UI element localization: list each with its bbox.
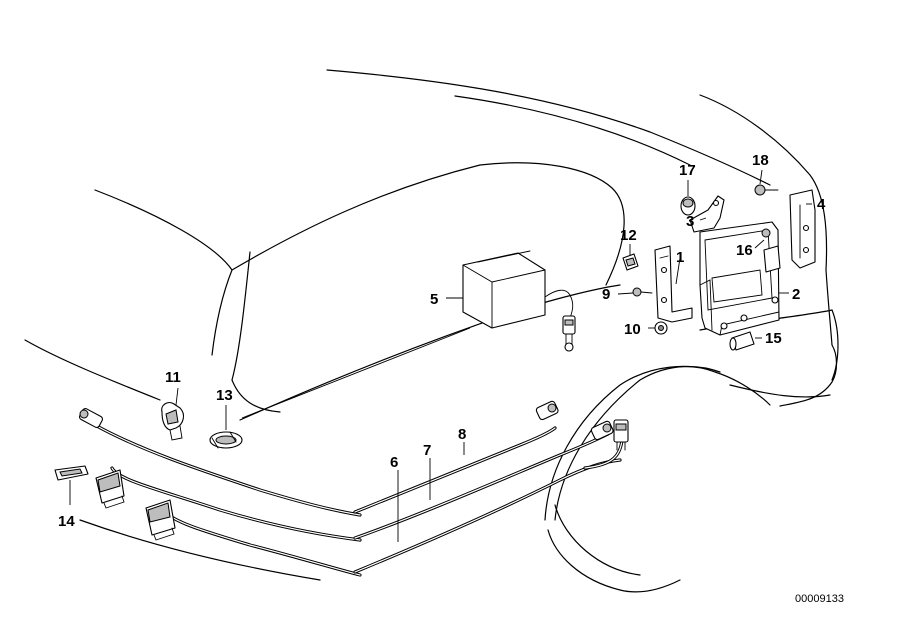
diagram-reference-number: 00009133 — [795, 593, 844, 605]
tab-16 — [763, 245, 781, 273]
callout-9[interactable]: 9 — [602, 286, 610, 303]
antenna-amplifier-box — [462, 250, 576, 352]
leader-lines — [69, 169, 812, 542]
callout-3[interactable]: 3 — [686, 213, 694, 230]
clamp-14 — [54, 465, 89, 481]
bracket-4 — [789, 189, 816, 269]
callout-11[interactable]: 11 — [165, 369, 181, 386]
callout-14[interactable]: 14 — [58, 513, 75, 530]
callout-8[interactable]: 8 — [458, 426, 466, 443]
callout-12[interactable]: 12 — [620, 227, 637, 244]
fasteners — [54, 184, 779, 481]
callout-10[interactable]: 10 — [624, 321, 641, 338]
cable-connectors — [78, 400, 629, 541]
angled-plug-left — [78, 408, 104, 428]
cable-tie-13 — [209, 431, 243, 449]
boot-connector-7 — [95, 469, 125, 509]
callout-13[interactable]: 13 — [216, 387, 233, 404]
angled-plug-8-right — [535, 400, 559, 421]
bracket-assembly — [654, 189, 816, 336]
cable-clip-11 — [161, 402, 185, 441]
callout-5[interactable]: 5 — [430, 291, 438, 308]
callout-17[interactable]: 17 — [679, 162, 696, 179]
bracket-3 — [689, 195, 725, 233]
callout-7[interactable]: 7 — [423, 442, 431, 459]
callout-labels: 1 2 3 4 5 6 7 8 9 10 11 12 13 14 15 16 1… — [58, 152, 826, 530]
antenna-socket — [613, 419, 629, 451]
boot-connector-6 — [145, 499, 176, 541]
callout-15[interactable]: 15 — [765, 330, 782, 347]
callout-1[interactable]: 1 — [676, 249, 684, 266]
clip-12 — [622, 253, 639, 271]
screw-9 — [632, 287, 653, 297]
callout-6[interactable]: 6 — [390, 454, 398, 471]
cable-harness-group — [93, 423, 624, 577]
bolt-18 — [754, 184, 779, 196]
callout-4[interactable]: 4 — [817, 196, 826, 213]
grommet-17 — [680, 196, 696, 216]
spacer-15 — [729, 331, 755, 351]
nut-10 — [654, 321, 668, 335]
cable-6 — [158, 503, 362, 577]
callout-2[interactable]: 2 — [792, 286, 800, 303]
angled-plug-7-right — [590, 420, 614, 441]
bolt-16 — [761, 228, 771, 238]
callout-16[interactable]: 16 — [736, 242, 753, 259]
cable-7 — [110, 466, 362, 542]
callout-18[interactable]: 18 — [752, 152, 769, 169]
